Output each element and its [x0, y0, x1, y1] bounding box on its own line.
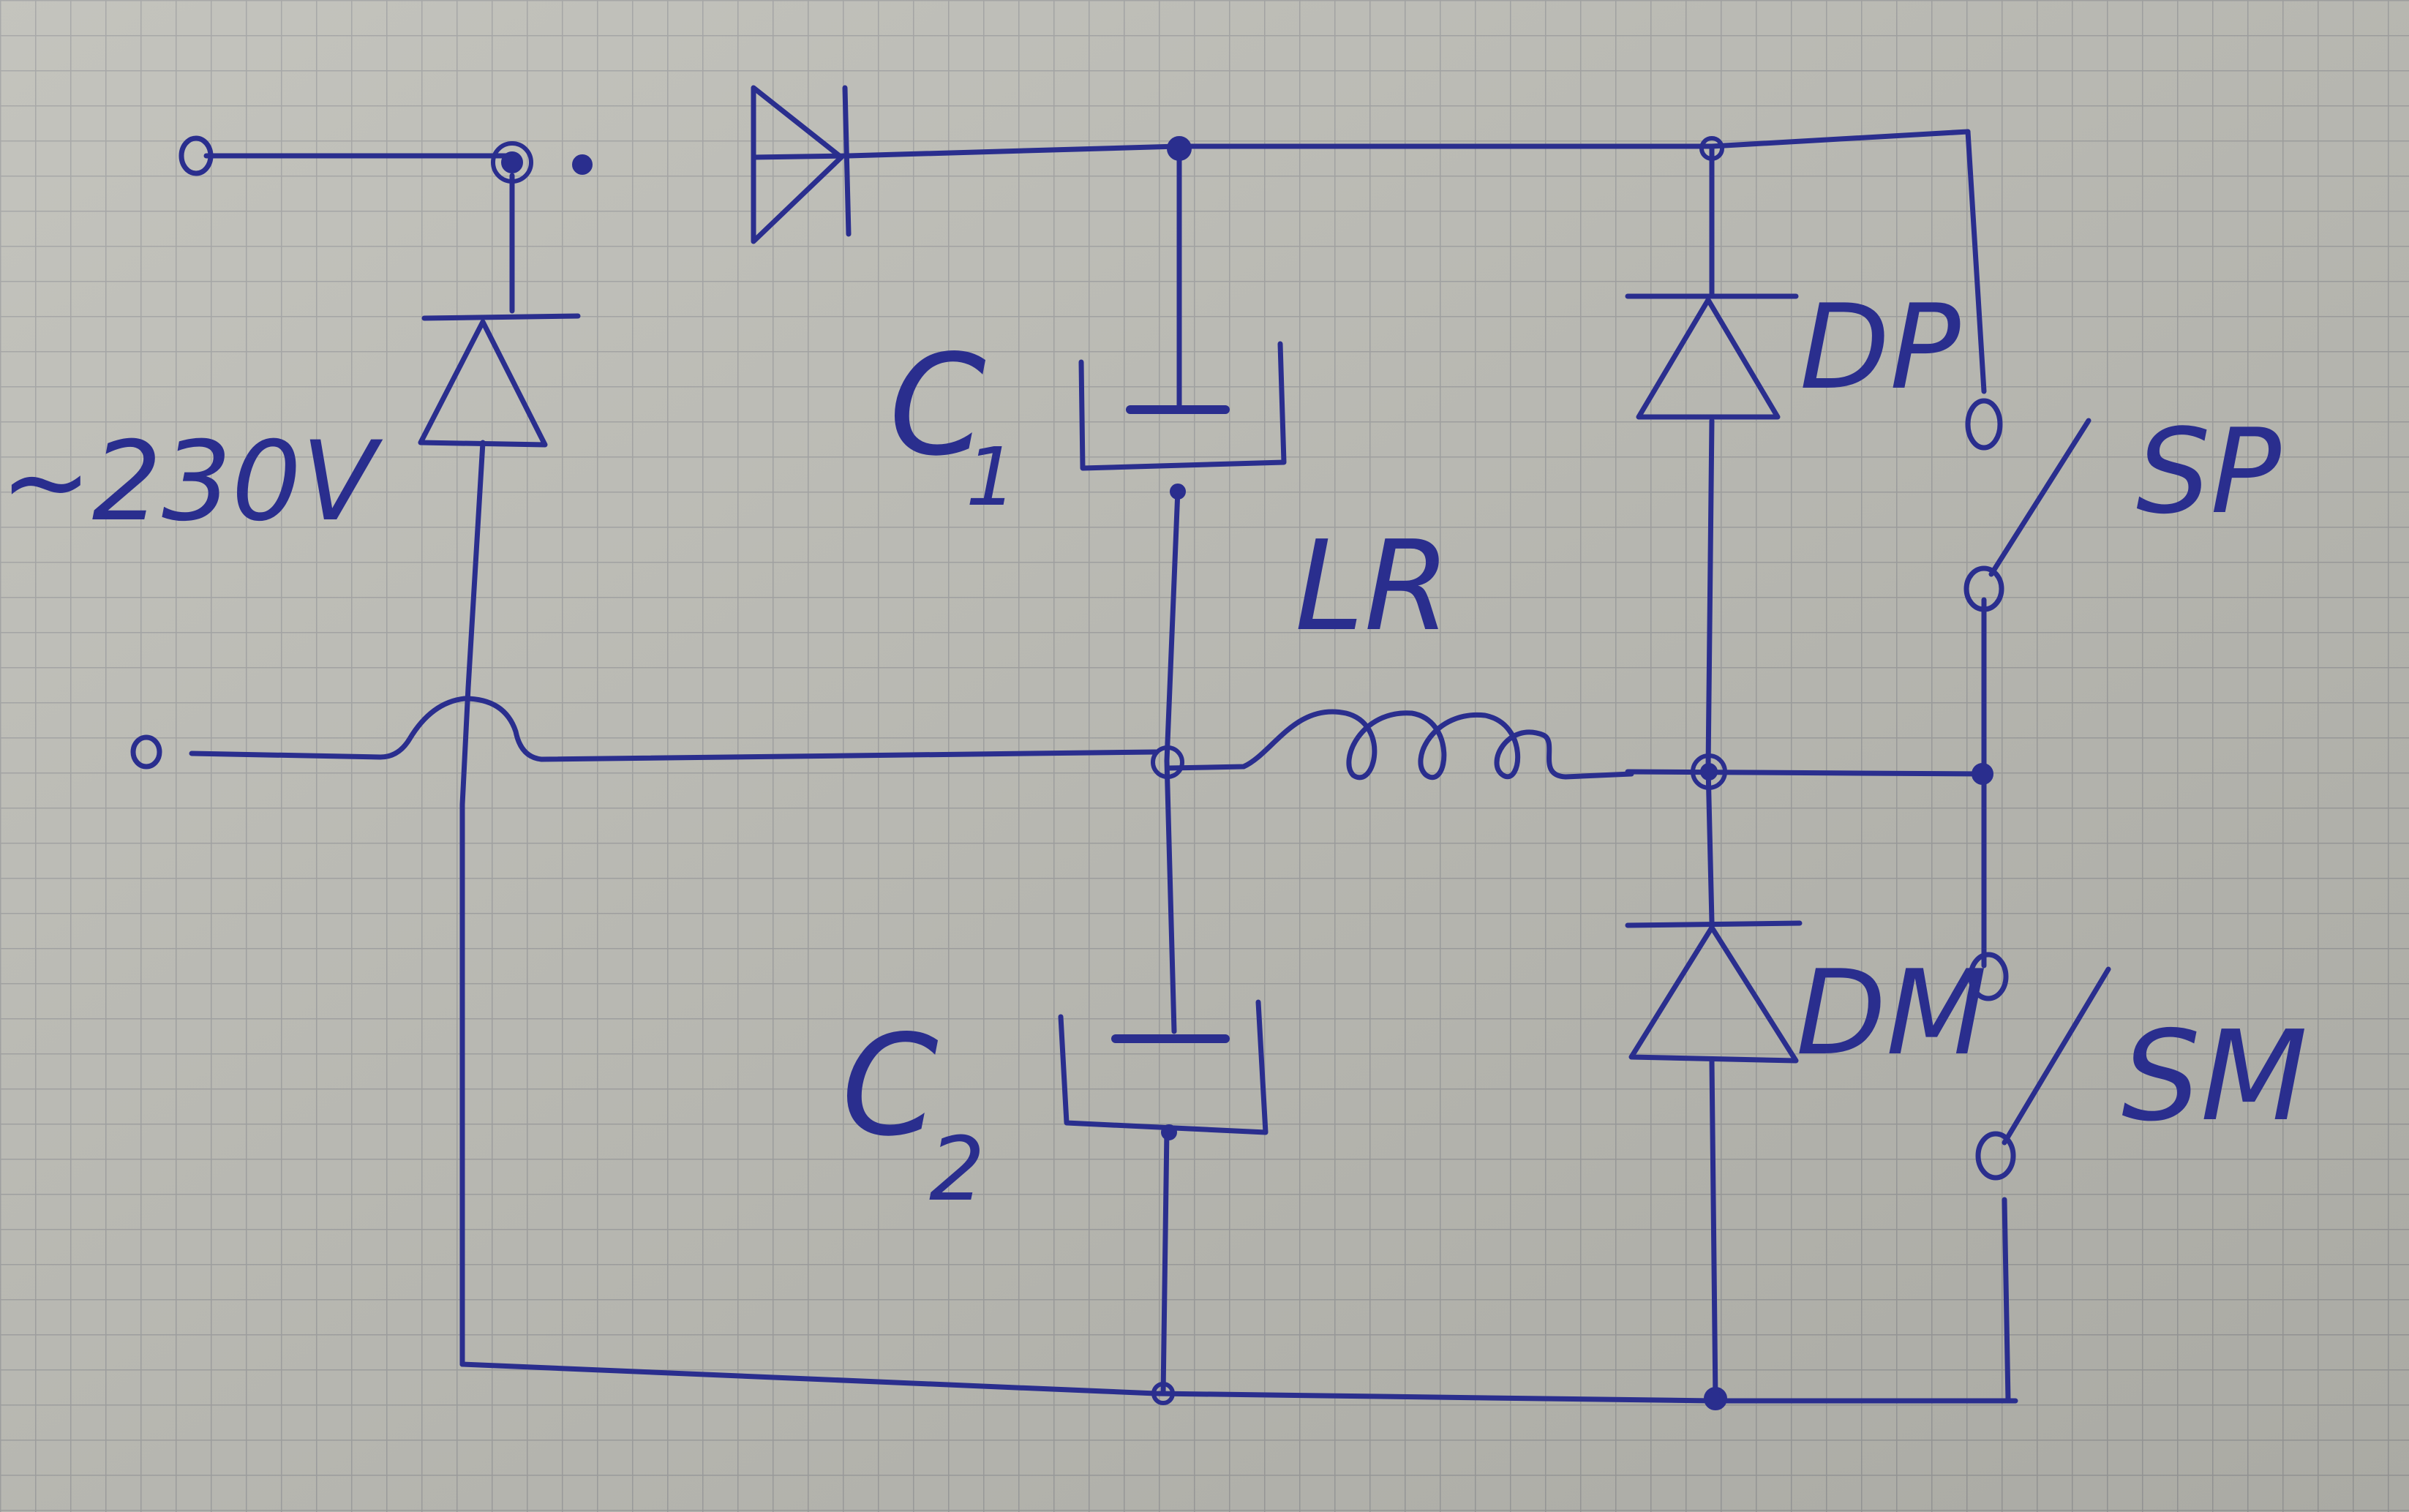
inductor-lr	[1166, 709, 1634, 781]
wire-right-top	[1965, 129, 1987, 394]
switch-sp	[1963, 398, 2092, 612]
wire-left-vertical	[459, 440, 486, 1367]
capacitor-c1	[1078, 341, 1287, 471]
junction-input-fill	[501, 151, 523, 173]
junction-dm-bottom	[1704, 1387, 1727, 1410]
input-diode	[418, 313, 581, 448]
label-inductor-lr: LR	[1295, 514, 1451, 659]
wire-c1-bottom	[1164, 487, 1181, 764]
svg-text:C: C	[841, 1005, 939, 1167]
junction-dpdm-fill	[1700, 763, 1718, 781]
wire-neutral-hop	[189, 696, 1159, 762]
junction-after-input	[572, 154, 593, 175]
switch-sm	[1968, 952, 2111, 1181]
terminal-phase	[178, 135, 214, 176]
wire-c2-bottom	[1160, 1127, 1170, 1396]
terminal-neutral	[130, 734, 162, 770]
label-switch-sm: SM	[2122, 1004, 2308, 1149]
wire-right-bottom	[2002, 1197, 2011, 1404]
label-diode-dp: DP	[1800, 279, 1961, 415]
junction-dpdm	[1691, 753, 1727, 790]
diode-dm	[1625, 920, 1803, 1064]
wire-mid-right	[1625, 769, 1985, 777]
svg-text:C: C	[889, 325, 986, 486]
junction-input	[491, 141, 533, 184]
junction-right-mid	[1972, 763, 1993, 785]
wire-bottom-rail	[459, 1361, 2018, 1404]
label-c1: C 1	[889, 325, 1017, 524]
wire-dp-bottom	[1705, 418, 1715, 771]
junction-c1-lower	[1170, 484, 1186, 500]
wire-top-rail	[846, 129, 1971, 159]
junction-c2-bottom	[1151, 1382, 1175, 1405]
wire-dm-bottom	[1709, 1058, 1718, 1404]
svg-text:1: 1	[966, 430, 1017, 524]
junction-dp-top	[1699, 136, 1724, 161]
junction-c2-lower	[1161, 1124, 1177, 1140]
series-diode	[751, 85, 852, 244]
junction-c1-top	[1167, 136, 1192, 161]
label-diode-dm: DM	[1796, 944, 1987, 1081]
label-c2: C 2	[841, 1005, 985, 1221]
label-switch-sp: SP	[2136, 403, 2282, 540]
wire-dm-top	[1705, 765, 1715, 925]
wire-c2-top	[1164, 758, 1177, 1034]
junction-c1c2	[1151, 745, 1184, 779]
diode-dp	[1625, 293, 1799, 420]
svg-text:2: 2	[929, 1119, 985, 1221]
label-source-voltage: ~230V	[0, 418, 383, 546]
